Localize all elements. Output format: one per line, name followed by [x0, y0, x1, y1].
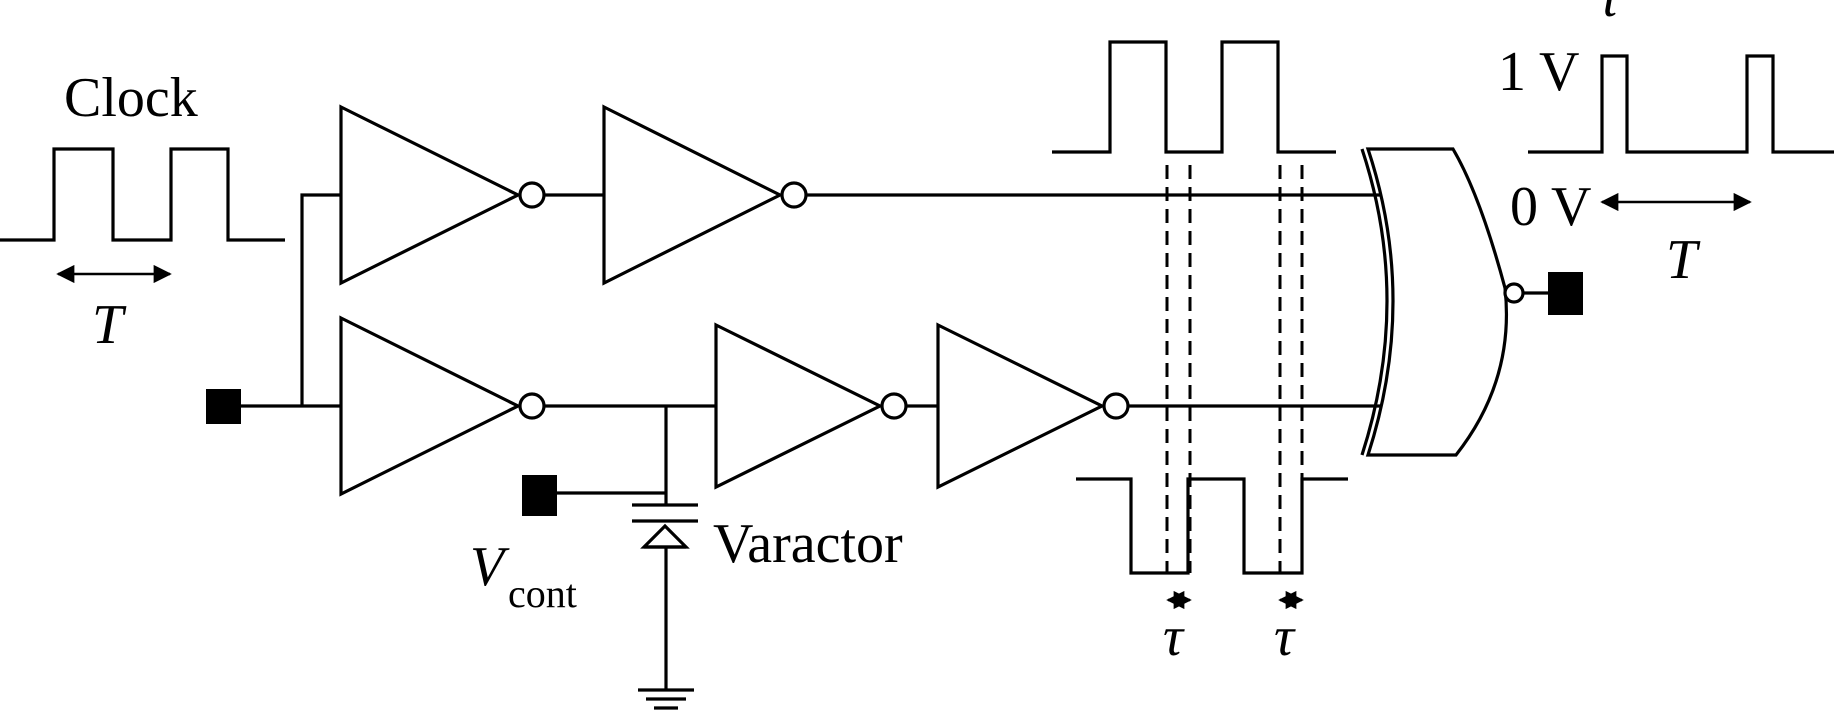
top-path-waveform [1052, 40, 1336, 154]
zero-volt-label: 0 V [1510, 176, 1591, 238]
tau-label-1: τ [1163, 606, 1185, 668]
vcont-subscript: cont [508, 571, 577, 616]
vcont-label: V [470, 536, 510, 598]
output-period-label: T [1666, 229, 1701, 291]
bottom-path-waveform [1076, 477, 1348, 575]
input-pad [206, 389, 241, 424]
clock-label: Clock [64, 67, 198, 129]
delay-markers [1165, 165, 1304, 573]
xnor-gate [1360, 147, 1525, 457]
top-inverter-1 [339, 104, 546, 286]
top-inverter-2 [602, 104, 808, 286]
vcont-pad [522, 475, 557, 516]
ground-icon [638, 688, 694, 710]
clock-period-label: T [92, 294, 127, 356]
fanout-wire [300, 193, 341, 406]
one-volt-label: 1 V [1498, 41, 1579, 103]
output-pad [1548, 272, 1583, 315]
vcont-main: V [470, 536, 510, 598]
output-tau-label: τ [1599, 0, 1621, 29]
bottom-inverter-2 [714, 322, 908, 490]
varactor-diode [632, 406, 698, 690]
varactor-label: Varactor [713, 513, 903, 575]
clock-waveform [0, 147, 285, 242]
bottom-inverter-1 [339, 315, 546, 497]
tau-label-2: τ [1274, 606, 1296, 668]
output-waveform [1528, 54, 1834, 154]
bottom-inverter-3 [936, 322, 1130, 490]
